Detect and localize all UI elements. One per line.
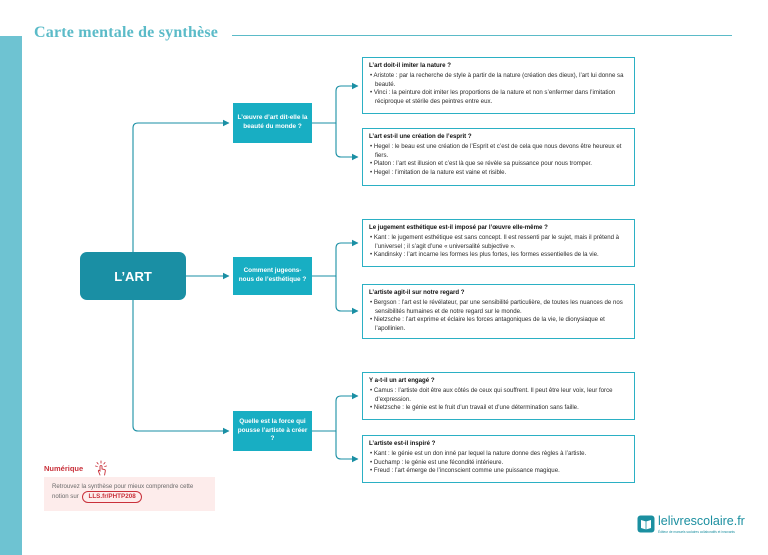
numerique-text: Retrouvez la synthèse pour mieux compren… xyxy=(52,483,194,501)
card-question: L’artiste agit-il sur notre regard ? xyxy=(369,289,465,296)
card-question: Le jugement esthétique est-il imposé par… xyxy=(369,224,548,231)
card-line: • Bergson : l’art est le révélateur, par… xyxy=(370,298,623,315)
card-question: Y a-t-il un art engagé ? xyxy=(369,377,435,384)
header: Carte mentale de synthèse xyxy=(34,24,734,46)
card-question: L’art est-il une création de l’esprit ? xyxy=(369,133,472,140)
card-line: • Nietzsche : l’art exprime et éclaire l… xyxy=(370,316,605,333)
book-logo-icon xyxy=(637,515,655,533)
numerique-label: Numérique xyxy=(44,464,84,473)
left-accent-bar xyxy=(0,36,22,555)
card-line: • Freud : l’art émerge de l’inconscient … xyxy=(370,467,560,475)
root-node-art: L’ART xyxy=(80,252,186,300)
root-node-label: L’ART xyxy=(114,268,152,284)
card-line: • Hegel : le beau est une création de l’… xyxy=(370,142,622,159)
card-aesthetic-judgment: Le jugement esthétique est-il imposé par… xyxy=(362,219,635,267)
publisher-brand: lelivrescolaire.fr Éditeur de manuels sc… xyxy=(637,514,747,538)
card-creation-of-mind: L’art est-il une création de l’esprit ? … xyxy=(362,128,635,186)
card-inspired-artist: L’artiste est-il inspiré ? • Kant : le g… xyxy=(362,435,635,483)
branch-label: L’œuvre d’art dit-elle la beauté du mond… xyxy=(237,114,308,130)
card-line: • Aristote : par la recherche de style à… xyxy=(370,71,624,88)
branch-node-beauty: L’œuvre d’art dit-elle la beauté du mond… xyxy=(233,103,312,143)
branch-node-aesthetics: Comment jugeons-nous de l’esthétique ? xyxy=(233,257,312,295)
card-imitate-nature: L’art doit-il imiter la nature ? • Arist… xyxy=(362,57,635,114)
tap-hand-icon xyxy=(95,460,107,476)
card-question: L’art doit-il imiter la nature ? xyxy=(369,62,451,69)
numerique-box: Numérique Retrouvez la synthèse pour mie… xyxy=(44,459,215,511)
branch-label: Quelle est la force qui pousse l’artiste… xyxy=(237,418,308,443)
card-engaged-art: Y a-t-il un art engagé ? • Camus : l’art… xyxy=(362,372,635,420)
branch-node-creative-force: Quelle est la force qui pousse l’artiste… xyxy=(233,411,312,451)
title-rule xyxy=(232,35,732,36)
card-line: • Platon : l’art est illusion et c’est l… xyxy=(370,160,592,168)
card-line: • Kant : le génie est un don inné par le… xyxy=(370,449,587,457)
card-line: • Nietzsche : le génie est le fruit d’un… xyxy=(370,404,579,412)
brand-tagline: Éditeur de manuels scolaires collaborati… xyxy=(658,530,735,534)
page-title: Carte mentale de synthèse xyxy=(34,24,219,41)
card-line: • Kandinsky : l’art incarne les formes l… xyxy=(370,251,599,259)
branch-label: Comment jugeons-nous de l’esthétique ? xyxy=(238,267,307,283)
card-line: • Duchamp : le génie est une fécondité i… xyxy=(370,458,504,466)
card-artist-gaze: L’artiste agit-il sur notre regard ? • B… xyxy=(362,284,635,339)
numerique-link[interactable]: LLS.fr/PHTP208 xyxy=(82,491,142,504)
card-line: • Hegel : l’imitation de la nature est v… xyxy=(370,169,507,177)
card-line: • Camus : l’artiste doit être aux côtés … xyxy=(370,386,613,403)
numerique-panel: Retrouvez la synthèse pour mieux compren… xyxy=(44,477,215,511)
card-line: • Vinci : la peinture doit imiter les pr… xyxy=(370,89,616,106)
card-question: L’artiste est-il inspiré ? xyxy=(369,440,436,447)
brand-name: lelivrescolaire.fr xyxy=(658,514,745,528)
card-line: • Kant : le jugement esthétique est sans… xyxy=(370,233,620,250)
